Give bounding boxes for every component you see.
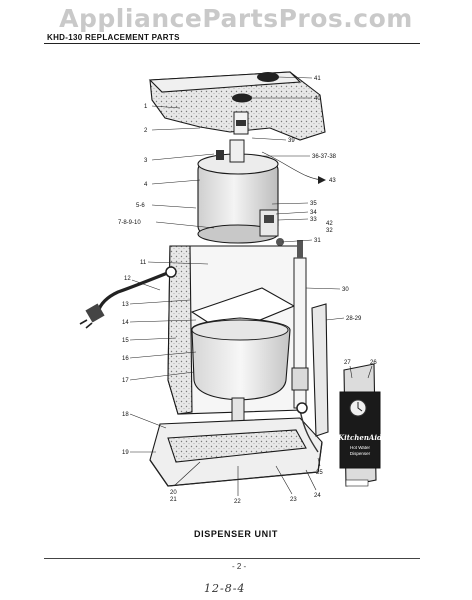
reservoir-bowl <box>191 317 291 401</box>
label-26: 26 <box>370 360 377 366</box>
label-39: 39 <box>288 138 295 144</box>
label-28-29: 28-29 <box>346 316 362 322</box>
page-header: KHD-130 REPLACEMENT PARTS <box>47 33 180 42</box>
label-23: 23 <box>290 497 297 503</box>
label-17: 17 <box>122 378 129 384</box>
diagram-caption: DISPENSER UNIT <box>194 529 278 539</box>
power-cord <box>96 270 171 313</box>
badge-line2-text: Dispenser <box>350 451 371 456</box>
plug-part-40 <box>232 93 252 103</box>
label-15: 15 <box>122 338 129 344</box>
label-20: 20 <box>170 490 177 496</box>
handwritten-note: 12-8-4 <box>204 582 246 595</box>
page-number: - 2 - <box>232 562 247 571</box>
label-30: 30 <box>342 287 349 293</box>
label-5-6: 5-6 <box>136 203 145 209</box>
label-35: 35 <box>310 201 317 207</box>
drip-tray-base <box>149 417 323 487</box>
side-channel <box>311 303 329 437</box>
label-2: 2 <box>144 128 148 134</box>
label-19: 19 <box>122 450 129 456</box>
leader-lines <box>129 76 373 496</box>
label-33: 33 <box>310 217 317 223</box>
footer-rule <box>44 558 420 559</box>
label-7-8-9-10: 7-8-9-10 <box>118 220 141 226</box>
label-41: 41 <box>314 76 321 82</box>
label-1: 1 <box>144 104 148 110</box>
plug-part-41 <box>257 72 279 82</box>
badge-line1-text: Hot Water <box>350 445 371 450</box>
label-11: 11 <box>140 260 147 266</box>
label-12: 12 <box>124 276 131 282</box>
label-43: 43 <box>329 178 336 184</box>
label-32: 32 <box>326 228 333 234</box>
hot-water-tank <box>197 139 279 244</box>
label-40: 40 <box>314 96 321 102</box>
label-24: 24 <box>314 493 321 499</box>
label-14: 14 <box>122 320 129 326</box>
label-16: 16 <box>122 356 129 362</box>
label-22: 22 <box>234 499 241 505</box>
faceplate-badge: KitchenAid Hot Water Dispenser <box>337 363 382 487</box>
label-27: 27 <box>344 360 351 366</box>
label-4: 4 <box>144 182 148 188</box>
label-21: 21 <box>170 497 177 503</box>
watermark: AppliancePartsPros.com <box>59 4 413 33</box>
label-25: 25 <box>316 470 323 476</box>
badge-brand-text: KitchenAid <box>337 433 382 442</box>
plug-head <box>85 303 105 323</box>
label-34: 34 <box>310 210 317 216</box>
label-13: 13 <box>122 302 129 308</box>
thermostat-knob <box>276 238 284 246</box>
part-number-labels: 41 40 1 2 39 3 36-37-38 4 43 5-6 35 34 3… <box>118 76 377 505</box>
label-18: 18 <box>122 412 129 418</box>
label-31: 31 <box>314 238 321 244</box>
label-42: 42 <box>326 221 333 227</box>
label-3: 3 <box>144 158 148 164</box>
header-rule <box>44 43 420 44</box>
label-36-37-38: 36-37-38 <box>312 154 337 160</box>
